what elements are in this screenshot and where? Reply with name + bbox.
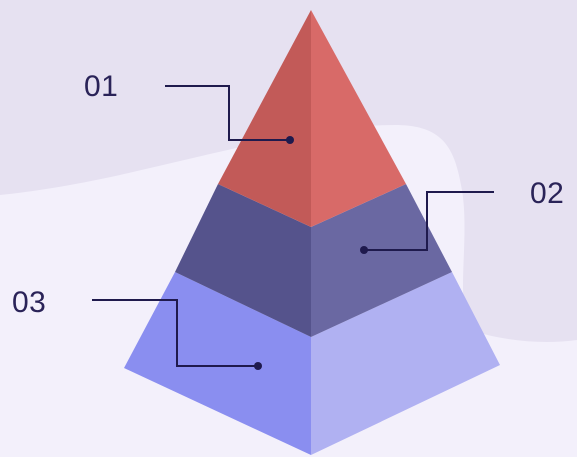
background-blob bbox=[0, 0, 577, 342]
pyramid-tier-3-left-face bbox=[124, 272, 311, 455]
label-01: 01 bbox=[84, 70, 119, 103]
leader-line-02 bbox=[364, 191, 494, 251]
leader-dot-01 bbox=[286, 136, 294, 144]
pyramid-tier-2-right-face bbox=[311, 184, 452, 337]
pyramid-tier-2-left-face bbox=[175, 184, 311, 337]
leader-dot-03 bbox=[254, 362, 262, 370]
label-02: 02 bbox=[530, 177, 565, 210]
pyramid-tier-1-right-face bbox=[311, 10, 406, 227]
leader-line-01 bbox=[165, 85, 290, 141]
label-03: 03 bbox=[12, 286, 47, 319]
pyramid-tier-3-right-face bbox=[311, 272, 500, 455]
leader-dot-02 bbox=[360, 246, 368, 254]
leader-line-03 bbox=[92, 299, 258, 367]
pyramid-tier-1-left-face bbox=[218, 10, 311, 227]
